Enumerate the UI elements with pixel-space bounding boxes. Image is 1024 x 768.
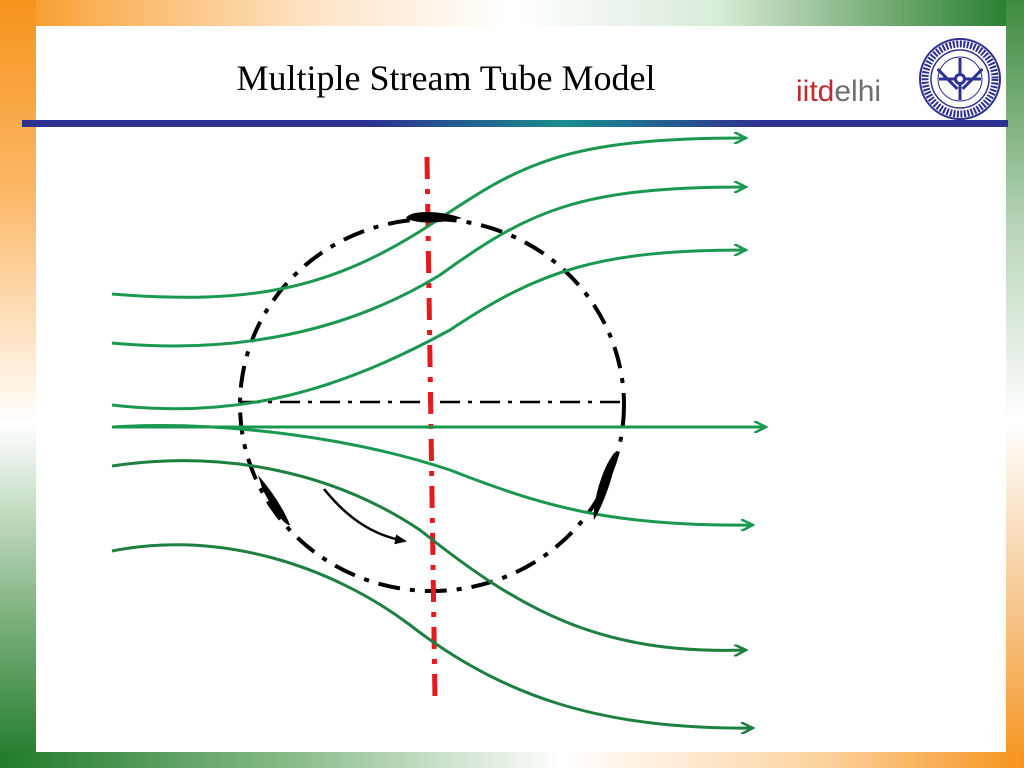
- rotation-direction-arrow: [323, 488, 407, 545]
- streamline-3: [111, 250, 746, 411]
- blade-right: [593, 452, 616, 520]
- background-left-band: [0, 0, 36, 768]
- streamline-5: [111, 424, 753, 526]
- blade-top: [406, 212, 462, 223]
- background-right-band: [1006, 0, 1024, 768]
- slide-canvas: Multiple Stream Tube Model iitdelhi: [22, 26, 1008, 752]
- title-divider: [22, 120, 1008, 127]
- streamline-2: [111, 187, 746, 348]
- brand-suffix: elhi: [834, 75, 882, 108]
- brand-wordmark: iitdelhi: [796, 72, 916, 112]
- streamline-6: [111, 459, 746, 651]
- streamline-1: [111, 138, 746, 299]
- background-bottom-band: [0, 752, 1024, 768]
- brand-prefix: iitd: [796, 75, 835, 108]
- blade-lower-left: [258, 475, 290, 526]
- institute-seal-icon: [919, 38, 1001, 120]
- slide-title: Multiple Stream Tube Model: [236, 58, 656, 98]
- streamline-7: [111, 543, 753, 728]
